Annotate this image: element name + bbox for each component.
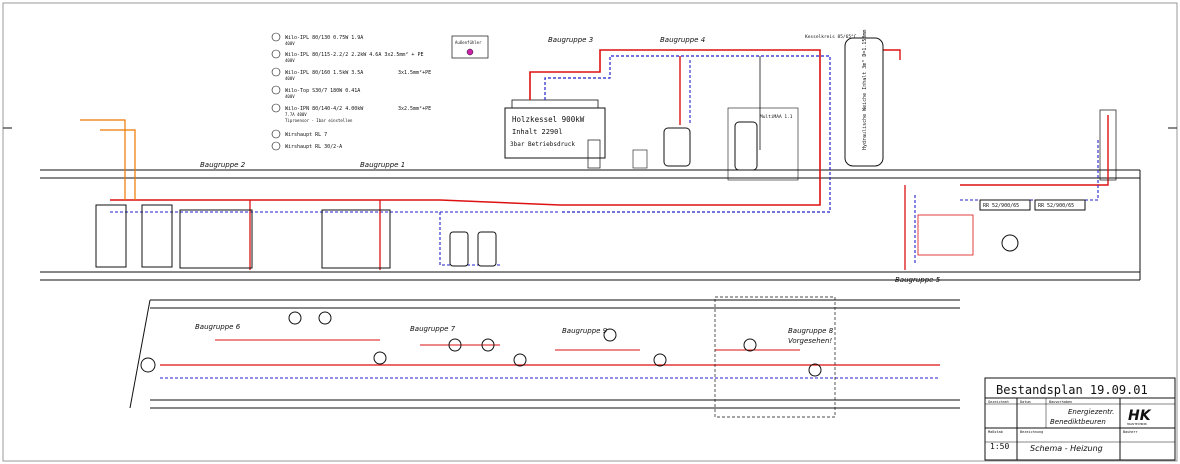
plan-title: Bestandsplan 19.09.01 (996, 383, 1148, 397)
legend-6: Wirshaupt RL 7 (285, 132, 327, 138)
svg-text:Datum: Datum (1020, 400, 1031, 404)
svg-text:Kesselkreis 85/65°C: Kesselkreis 85/65°C (805, 34, 857, 40)
floor-slab-upper (40, 169, 1141, 281)
svg-text:Außenfühler: Außenfühler (455, 40, 482, 45)
wood-boiler: Holzkessel 900kW Inhalt 2290l 3bar Betri… (504, 99, 606, 169)
pump-legend: Wilo-IPL 80/130 0.75W 1.9A 400V Wilo-IPL… (271, 32, 431, 151)
boiler-volume: Inhalt 2290l (512, 128, 563, 136)
pipe-network-upper (80, 49, 1109, 270)
pipe-network-lower (140, 296, 940, 418)
svg-text:Tiproensor - Ibar einstellen: Tiproensor - Ibar einstellen (285, 118, 353, 123)
svg-text:RR 52/900/65: RR 52/900/65 (1038, 203, 1074, 209)
group-3-title: Baugruppe 3 (548, 36, 593, 44)
group-6-title: Baugruppe 6 (195, 323, 241, 331)
svg-text:400V: 400V (285, 76, 295, 81)
heat-exchangers (95, 204, 497, 269)
svg-text:HAUSTECHNIK: HAUSTECHNIK (1127, 422, 1147, 426)
svg-text:400V: 400V (285, 41, 295, 46)
svg-text:Gezeichnet: Gezeichnet (988, 400, 1009, 404)
legend-2: Wilo-IPL 80/115-2.2/2 2.2kW 4.6A 3x2.5mm… (285, 52, 423, 58)
hot-water-tank: MultiMAA 1.1 (632, 107, 799, 181)
group-5-title: Baugruppe 5 (895, 276, 941, 284)
drawing-scale: 1:50 (990, 442, 1009, 451)
drawing-name: Schema - Heizung (1030, 444, 1103, 453)
group-8-note: Vorgesehen! (788, 337, 832, 345)
group-9-title: Baugruppe 9 (562, 327, 608, 335)
group-8-title: Baugruppe 8 (788, 327, 834, 335)
group-5-equipment: RR 52/900/65 RR 52/900/65 (917, 109, 1117, 256)
outside-sensor: Außenfühler (451, 35, 489, 59)
group-4-title: Baugruppe 4 (660, 36, 705, 44)
boiler-capacity: Holzkessel 900kW (512, 115, 585, 124)
project-name: Energiezentr. (1068, 408, 1114, 416)
svg-text:Bauvorhaben: Bauvorhaben (1049, 400, 1072, 404)
legend-3: Wilo-IPL 80/160 1.5kW 3.5A (285, 70, 363, 76)
legend-5: Wilo-IPN 80/140-4/2 4.00kW (285, 106, 364, 112)
svg-text:7.7A 400V: 7.7A 400V (285, 112, 307, 117)
svg-text:Hydraulische Weiche Inhalt 3m³: Hydraulische Weiche Inhalt 3m³ D=1.150mm (862, 30, 868, 150)
legend-1: Wilo-IPL 80/130 0.75W 1.9A (285, 35, 363, 41)
svg-text:3x1.5mm²+PE: 3x1.5mm²+PE (398, 70, 431, 76)
floor-slab-lower (129, 299, 960, 409)
svg-text:Bezeichnung: Bezeichnung (1020, 430, 1043, 434)
company-logo: HK (1128, 408, 1152, 424)
svg-text:MultiMAA 1.1: MultiMAA 1.1 (760, 114, 793, 120)
svg-text:Maßstab: Maßstab (988, 430, 1003, 434)
legend-4: Wilo-Top S30/7 180W 0.41A (285, 88, 360, 94)
group-1-title: Baugruppe 1 (360, 161, 405, 169)
svg-text:Bauherr: Bauherr (1123, 430, 1138, 434)
buffer-tank: Hydraulische Weiche Inhalt 3m³ D=1.150mm… (805, 30, 884, 167)
legend-7: Wirshaupt RL 30/2-A (285, 144, 342, 150)
svg-text:3x2.5mm²+PE: 3x2.5mm²+PE (398, 106, 431, 112)
group-2-title: Baugruppe 2 (200, 161, 246, 169)
svg-text:400V: 400V (285, 58, 295, 63)
project-location: Benediktbeuren (1050, 418, 1106, 426)
svg-text:RR 52/900/65: RR 52/900/65 (983, 203, 1019, 209)
svg-text:400V: 400V (285, 94, 295, 99)
title-block: Bestandsplan 19.09.01 Gezeichnet Datum B… (984, 377, 1176, 461)
group-7-title: Baugruppe 7 (410, 325, 456, 333)
boiler-pressure: 3bar Betriebsdruck (510, 141, 575, 148)
